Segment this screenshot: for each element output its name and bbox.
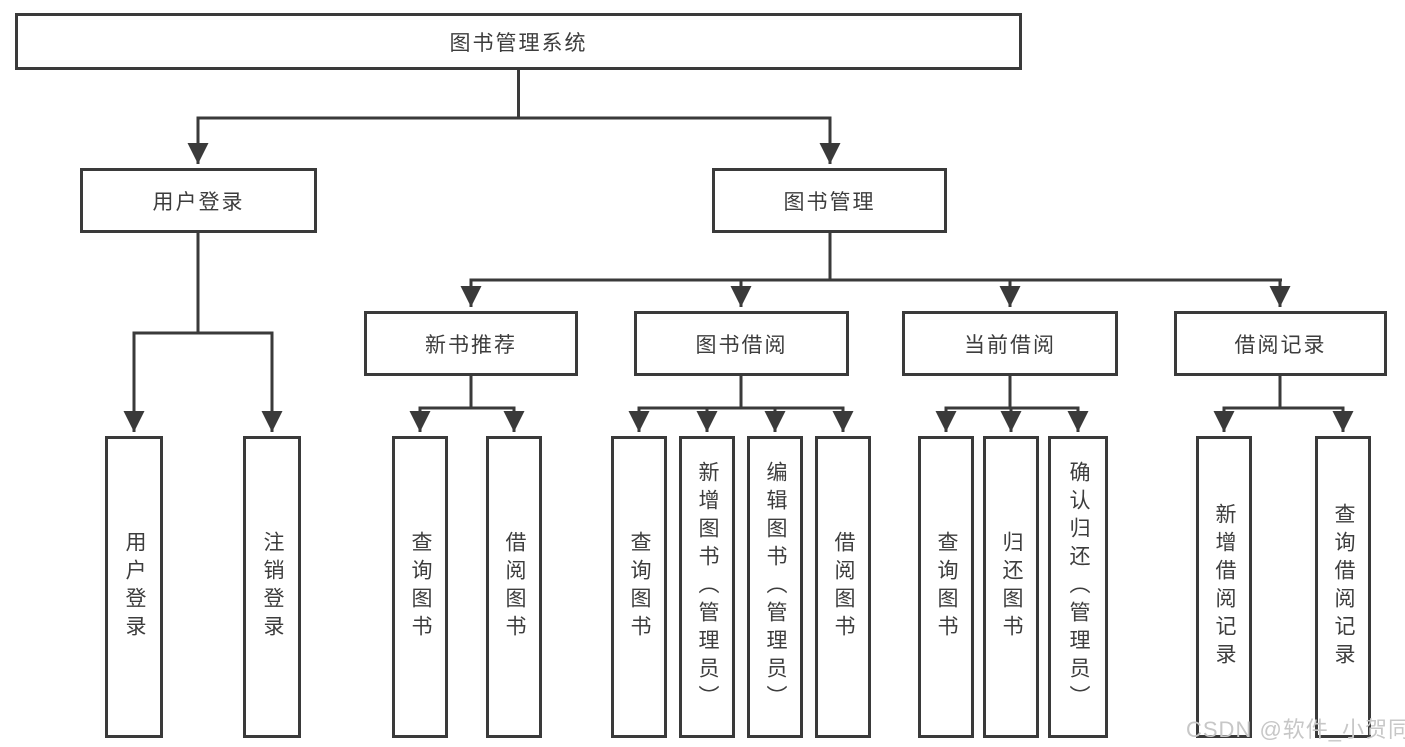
node-label: 用户登录: [152, 190, 245, 214]
leaf-user-login: 用户登录: [105, 436, 163, 738]
leaf-query-books-recommend: 查询图书: [392, 436, 448, 738]
node-label: 借阅记录: [1234, 333, 1327, 357]
node-label: 查询图书: [409, 531, 432, 643]
node-label: 新书推荐: [425, 333, 517, 357]
leaf-edit-books-admin: 编辑图书（管理员）: [747, 436, 803, 738]
node-current-borrowing: 当前借阅: [902, 311, 1118, 376]
leaf-add-books-admin: 新增图书（管理员）: [679, 436, 735, 738]
node-borrowing-records: 借阅记录: [1174, 311, 1387, 376]
node-label: 确认归还（管理员）: [1067, 461, 1090, 713]
node-label: 归还图书: [1000, 531, 1023, 643]
leaf-logout: 注销登录: [243, 436, 301, 738]
leaf-query-books-current: 查询图书: [918, 436, 974, 738]
node-label: 查询借阅记录: [1332, 503, 1355, 671]
node-label: 查询图书: [628, 531, 651, 643]
node-label: 编辑图书（管理员）: [764, 461, 787, 713]
node-user-login: 用户登录: [80, 168, 317, 233]
leaf-query-borrow-record: 查询借阅记录: [1315, 436, 1371, 738]
node-label: 查询图书: [935, 531, 958, 643]
node-label: 用户登录: [123, 531, 146, 643]
node-label: 新增借阅记录: [1213, 503, 1236, 671]
leaf-return-books: 归还图书: [983, 436, 1039, 738]
node-label: 当前借阅: [964, 333, 1056, 357]
leaf-query-books-borrowing: 查询图书: [611, 436, 667, 738]
leaf-borrow-books-recommend: 借阅图书: [486, 436, 542, 738]
csdn-watermark: CSDN @软件_小贺同学: [1186, 717, 1405, 742]
node-label: 注销登录: [261, 531, 284, 643]
node-label: 新增图书（管理员）: [696, 461, 719, 713]
node-book-borrowing: 图书借阅: [634, 311, 849, 376]
node-label: 图书管理系统: [449, 31, 588, 55]
node-label: 借阅图书: [503, 531, 526, 643]
node-label: 图书管理: [783, 190, 876, 214]
node-root-library-system: 图书管理系统: [15, 13, 1022, 70]
leaf-add-borrow-record: 新增借阅记录: [1196, 436, 1252, 738]
leaf-confirm-return-admin: 确认归还（管理员）: [1048, 436, 1108, 738]
leaf-borrow-books-borrowing: 借阅图书: [815, 436, 871, 738]
node-label: 借阅图书: [832, 531, 855, 643]
node-book-management: 图书管理: [712, 168, 947, 233]
node-label: 图书借阅: [695, 333, 788, 357]
node-new-book-recommendation: 新书推荐: [364, 311, 578, 376]
